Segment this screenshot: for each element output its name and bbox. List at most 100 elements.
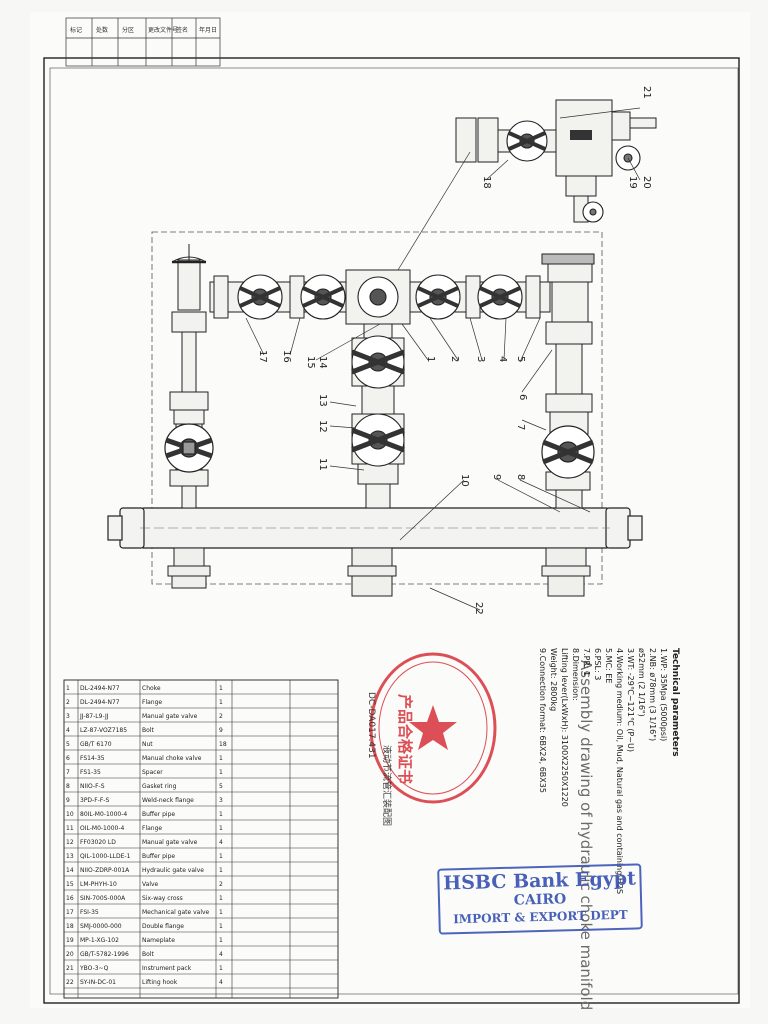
bom-cell: 1 [219, 937, 223, 944]
right-choke-valve [541, 425, 595, 479]
parameter-line: 3.WT: -29℃~121℃ (P~U) [626, 648, 635, 752]
bom-cell: 1 [219, 811, 223, 818]
bom-cell: 21 [66, 965, 74, 972]
balloon-9: 9 [491, 474, 502, 480]
leader-lines [245, 107, 641, 611]
bom-cell: Buffer pipe [142, 853, 175, 860]
parameter-line: 1.WP: 35Mpa (5000psi) [659, 648, 668, 742]
right-branch [541, 253, 595, 509]
bom-cell: 6 [66, 755, 70, 762]
bom-cell: Bolt [142, 951, 154, 958]
balloon-6: 6 [517, 394, 528, 400]
parameter-line: 4.Working medium: Oil, Mud, Natural gas … [615, 648, 624, 895]
bom-cell: 4 [219, 951, 223, 958]
bom-cell: DL-2494-N77 [80, 699, 120, 706]
bom-cell: 9 [219, 727, 223, 734]
bom-cell: Six-way cross [142, 895, 183, 902]
parameter-line: 5.MC: EE [604, 648, 613, 684]
title-block-label: 签名 [176, 26, 188, 34]
bom-cell: SIN-700S-000A [80, 895, 126, 902]
balloon-11: 11 [317, 458, 328, 471]
balloon-13: 13 [317, 394, 328, 407]
bom-cell: Nameplate [142, 937, 175, 944]
title-block-label: 更改文件号 [148, 26, 178, 34]
bom-cell: Choke [142, 685, 161, 692]
bom-cell: 5 [66, 741, 70, 748]
bom-cell: 3PD-F-F-S [80, 797, 109, 804]
bom-cell: 9 [66, 797, 70, 804]
balloon-20: 20 [641, 176, 652, 189]
bom-cell: Lifting hook [142, 979, 178, 986]
bom-cell: LM-PHYH-10 [80, 881, 117, 888]
bom-cell: 16 [66, 895, 74, 902]
bom-cell: 7 [66, 769, 70, 776]
parameter-line: 7.PR: 1 [582, 648, 591, 677]
bom-cell: 1 [219, 825, 223, 832]
balloon-16: 16 [281, 350, 292, 363]
bom-cell: Gasket ring [142, 783, 177, 790]
parameter-line: ø52mm (2 1/16") [637, 648, 646, 717]
balloon-21: 21 [641, 86, 652, 99]
bom-cell: 14 [66, 867, 74, 874]
bom-cell: 19 [66, 937, 74, 944]
balloon-4: 4 [497, 356, 508, 362]
bom-cell: NIIO-ZDRP-001A [80, 867, 130, 874]
bom-cell: DL-2494-N77 [80, 685, 120, 692]
parameter-line: 2.NB: ø78mm (3 1/16") [648, 648, 657, 742]
title-block-label: 处数 [96, 26, 108, 34]
bom-cell: QIL-1000-LLDE-1 [80, 853, 131, 860]
bom-cell: 1 [219, 867, 223, 874]
bom-cell: 20 [66, 951, 74, 958]
bom-cell: 18 [219, 741, 227, 748]
bom-cell: MP-1-XG-102 [80, 937, 119, 944]
parameter-line: Lifting lever(LxWxH): 3100X2250X1220 [560, 648, 569, 807]
balloon-17: 17 [257, 350, 268, 363]
bom-cell: GB/T 6170 [80, 741, 112, 748]
balloon-1: 1 [425, 356, 436, 362]
bom-cell: Manual gate valve [142, 839, 198, 846]
drawing-number: DC-DA017.431 [366, 692, 376, 759]
bom-cell: 1 [66, 685, 70, 692]
bom-cell: Instrument pack [142, 965, 192, 972]
bom-cell: 17 [66, 909, 74, 916]
balloon-10: 10 [459, 474, 470, 487]
balloon-19: 19 [627, 176, 638, 189]
balloon-12: 12 [317, 420, 328, 433]
balloon-7: 7 [515, 424, 526, 430]
title-block-label: 标记 [70, 26, 82, 34]
bom-cell: FSI-35 [80, 909, 99, 916]
bom-cell: Manual choke valve [142, 755, 202, 762]
technical-parameters: Technical parameters 1.WP: 35Mpa (5000ps… [537, 648, 680, 894]
bom-cell: YBO-3~Q [79, 965, 109, 972]
center-valves [351, 335, 405, 467]
balloon-numbers: 1 2 3 4 5 6 7 8 9 10 11 12 13 14 15 16 1… [257, 86, 652, 615]
bom-cell: 1 [219, 699, 223, 706]
bom-cell: NIIO-F-S [80, 783, 105, 790]
bom-cell: 2 [66, 699, 70, 706]
bom-cell: 4 [219, 979, 223, 986]
bom-cell: Manual gate valve [142, 713, 198, 720]
left-gate-valve [164, 423, 214, 473]
bom-cell: Bolt [142, 727, 154, 734]
bom-cell: 4 [219, 839, 223, 846]
bom-cell: LZ-87-VOZ7185 [80, 727, 127, 734]
parameter-line: 8.Dimension: [571, 648, 580, 701]
bom-cell: 80IL-M0-1000-4 [80, 811, 127, 818]
parameter-line: Weight: 2800kg [549, 648, 558, 712]
bom-cell: Hydraulic gate valve [142, 867, 204, 874]
bom-cell: FS14-35 [80, 755, 105, 762]
bom-cell: Double flange [142, 923, 184, 930]
bom-cell: FF03020 LD [80, 839, 116, 846]
top-valves [237, 274, 523, 320]
drawing-title-cn: 液动节流管汇装配图 [381, 745, 391, 827]
bom-cell: 13 [66, 853, 74, 860]
bom-cell: Buffer pipe [142, 811, 175, 818]
bom-cell: 1 [219, 965, 223, 972]
parameter-line: 6.PSL: 3 [593, 648, 602, 681]
title-block-label: 分区 [122, 26, 134, 34]
bom-cell: Weld-neck flange [142, 797, 194, 804]
bom-cell: 2 [219, 881, 223, 888]
bom-cell: JJ-87-L9-JJ [79, 713, 109, 720]
buffer-pipe [107, 507, 643, 549]
